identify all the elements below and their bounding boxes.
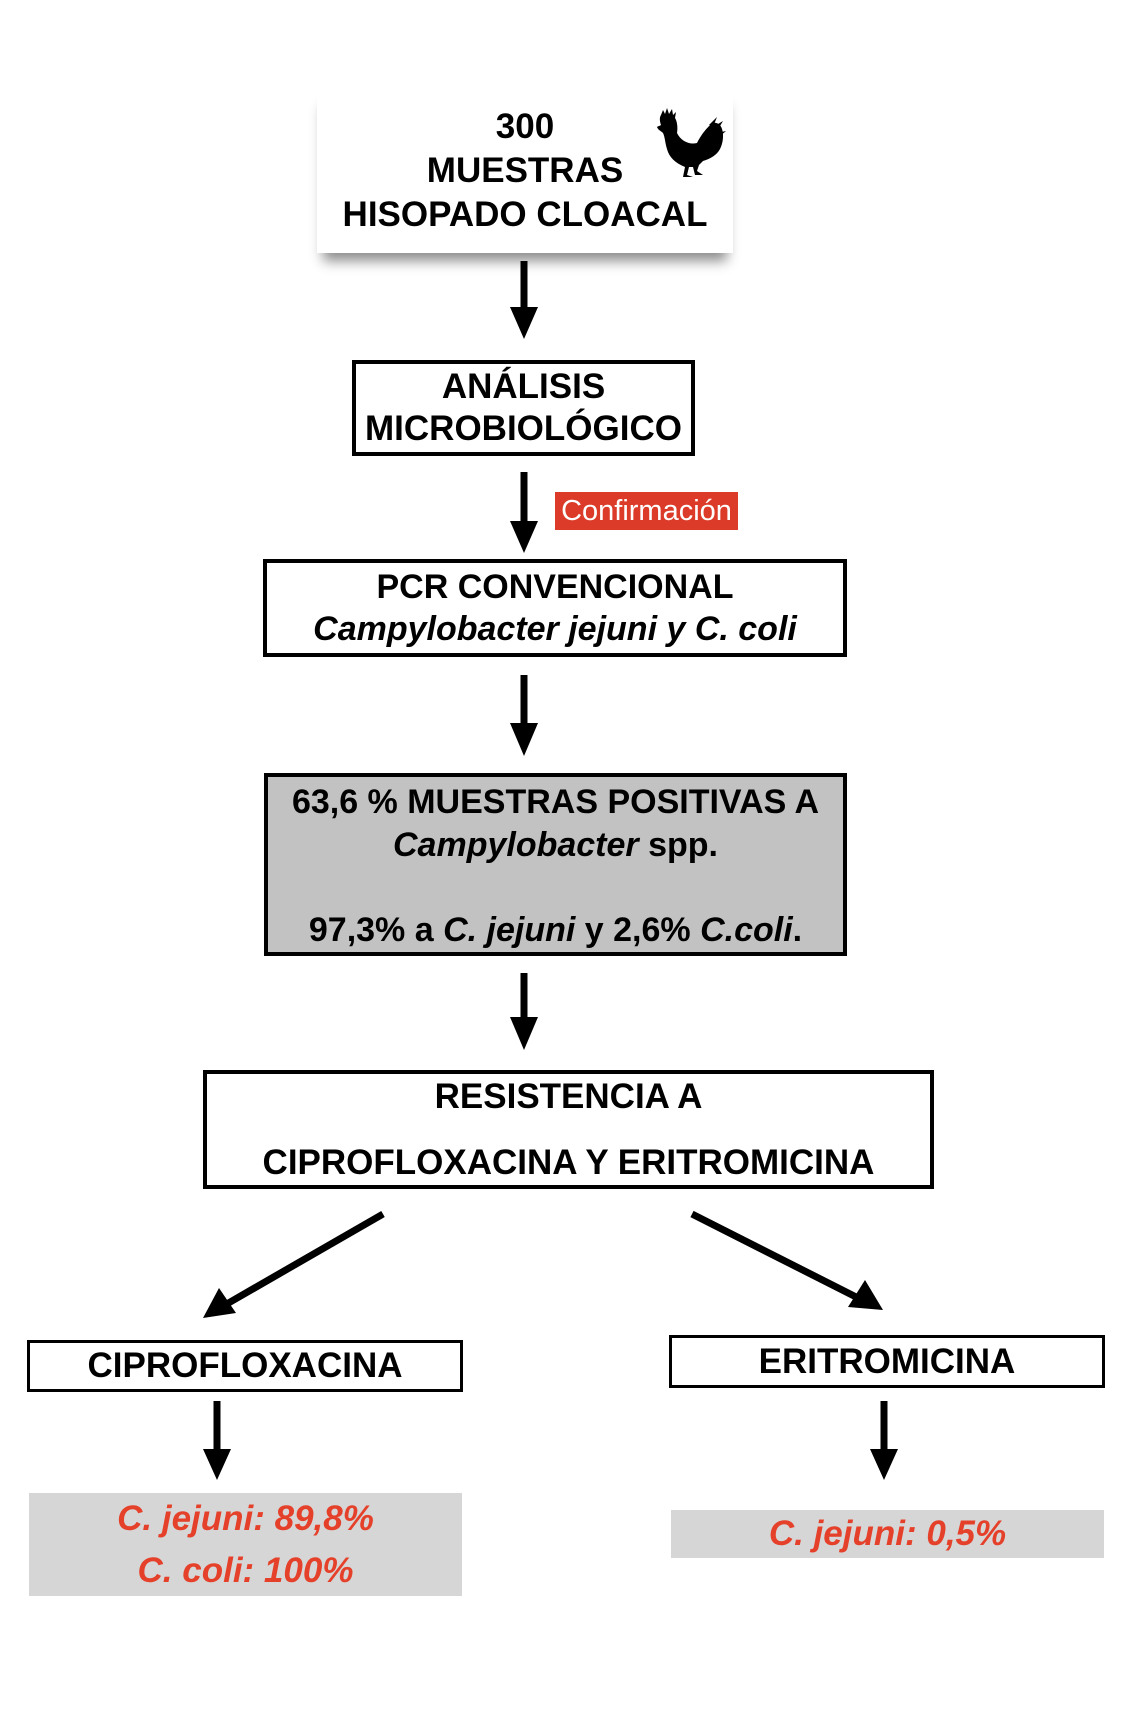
start-node-text: 300 MUESTRAS HISOPADO CLOACAL (317, 105, 733, 237)
positives-part: C. jejuni (443, 911, 576, 949)
erythromycin-result: C. jejuni: 0,5% (671, 1510, 1104, 1558)
arrow-cipro-to-result (203, 1401, 231, 1480)
confirmation-badge: Confirmación (555, 492, 738, 530)
positives-node: 63,6 % MUESTRAS POSITIVAS A Campylobacte… (264, 773, 847, 956)
result-coli: C. coli: 100% (137, 1550, 354, 1590)
analysis-line-1: ANÁLISIS (441, 367, 606, 406)
positives-part: 97,3% a (308, 911, 444, 949)
arrow-resistance-to-cipro (203, 1210, 385, 1318)
start-line-count: 300 (495, 107, 555, 146)
arrow-pcr-to-positives (510, 675, 538, 756)
rooster-icon (657, 108, 726, 177)
positives-part: . (792, 911, 803, 949)
result-jejuni: C. jejuni: 89,8% (117, 1498, 374, 1538)
ciprofloxacin-label: CIPROFLOXACINA (87, 1346, 403, 1385)
resistance-node: RESISTENCIA A CIPROFLOXACINA Y ERITROMIC… (203, 1070, 934, 1189)
positives-part: C.coli (700, 911, 793, 949)
result-jejuni: C. jejuni: 0,5% (768, 1514, 1007, 1553)
start-line-swab: HISOPADO CLOACAL (342, 195, 708, 234)
arrow-start-to-analysis (510, 261, 538, 339)
start-node-samples: 300 MUESTRAS HISOPADO CLOACAL (317, 87, 733, 253)
resistance-line-1: RESISTENCIA A (434, 1076, 703, 1116)
erythromycin-node: ERITROMICINA (669, 1335, 1105, 1388)
analysis-line-2: MICROBIOLÓGICO (365, 409, 682, 448)
positives-line-3: 97,3% a C. jejuni y 2,6% C.coli. (309, 909, 802, 952)
pcr-subtitle: Campylobacter jejuni y C. coli (313, 610, 797, 648)
analysis-node: ANÁLISIS MICROBIOLÓGICO (352, 360, 695, 456)
positives-line-2: Campylobacter spp. (393, 824, 718, 867)
arrow-eritro-to-result (870, 1401, 898, 1480)
positives-line-1: 63,6 % MUESTRAS POSITIVAS A (291, 783, 820, 821)
spp-label: spp. (638, 826, 718, 864)
ciprofloxacin-node: CIPROFLOXACINA (27, 1340, 463, 1392)
positives-part: y 2,6% (575, 911, 701, 949)
pcr-title: PCR CONVENCIONAL (376, 568, 734, 606)
resistance-line-2: CIPROFLOXACINA Y ERITROMICINA (262, 1142, 875, 1182)
ciprofloxacin-result: C. jejuni: 89,8% C. coli: 100% (29, 1493, 462, 1596)
start-line-samples: MUESTRAS (426, 151, 624, 190)
arrow-resistance-to-eritro (690, 1210, 883, 1310)
arrow-positives-to-resistance (510, 973, 538, 1050)
arrow-analysis-to-pcr (510, 472, 538, 553)
pcr-node: PCR CONVENCIONAL Campylobacter jejuni y … (263, 559, 847, 657)
erythromycin-label: ERITROMICINA (758, 1341, 1016, 1381)
genus-name: Campylobacter (393, 826, 639, 864)
